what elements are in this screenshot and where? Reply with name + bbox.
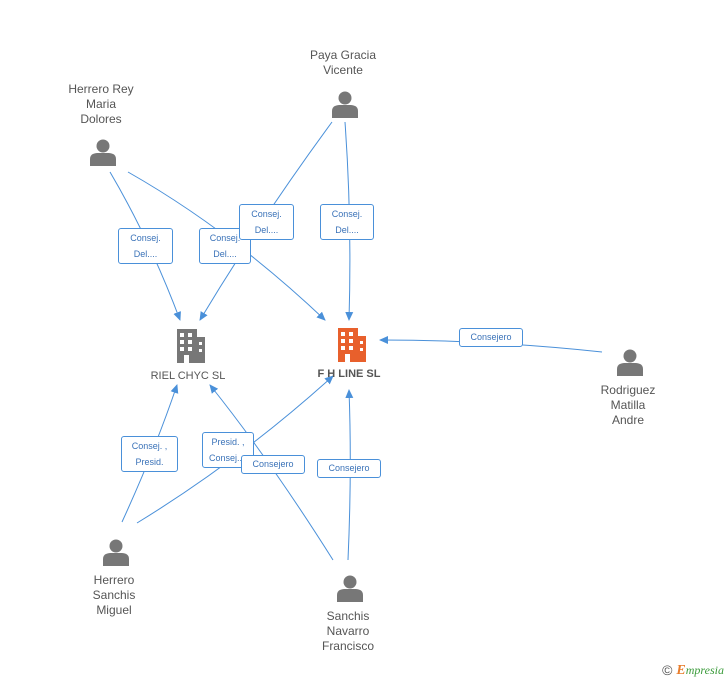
building-icon[interactable] [175, 329, 207, 363]
person-icon[interactable] [89, 138, 117, 166]
company-name-fhline[interactable]: F H LINE SL [317, 368, 381, 380]
company-name-riel[interactable]: RIEL CHYC SL [150, 370, 226, 382]
relation-label[interactable]: Consejero [317, 459, 381, 478]
person-icon[interactable] [616, 348, 644, 376]
person-icon[interactable] [102, 538, 130, 566]
brand-logo: ©Empresia [662, 662, 724, 678]
relation-label[interactable]: Consejero [459, 328, 523, 347]
relation-label[interactable]: Consej.Del.... [320, 204, 374, 240]
building-icon[interactable] [336, 328, 368, 362]
person-icon[interactable] [331, 90, 359, 118]
relation-label[interactable]: Consej.Del.... [239, 204, 294, 240]
person-icon[interactable] [336, 574, 364, 602]
copyright-icon: © [662, 662, 673, 678]
relation-label[interactable]: Consej. ,Presid. [121, 436, 178, 472]
relation-label[interactable]: Consej.Del.... [118, 228, 173, 264]
relation-label[interactable]: Consejero [241, 455, 305, 474]
relation-label[interactable]: Consej.Del.... [199, 228, 251, 264]
